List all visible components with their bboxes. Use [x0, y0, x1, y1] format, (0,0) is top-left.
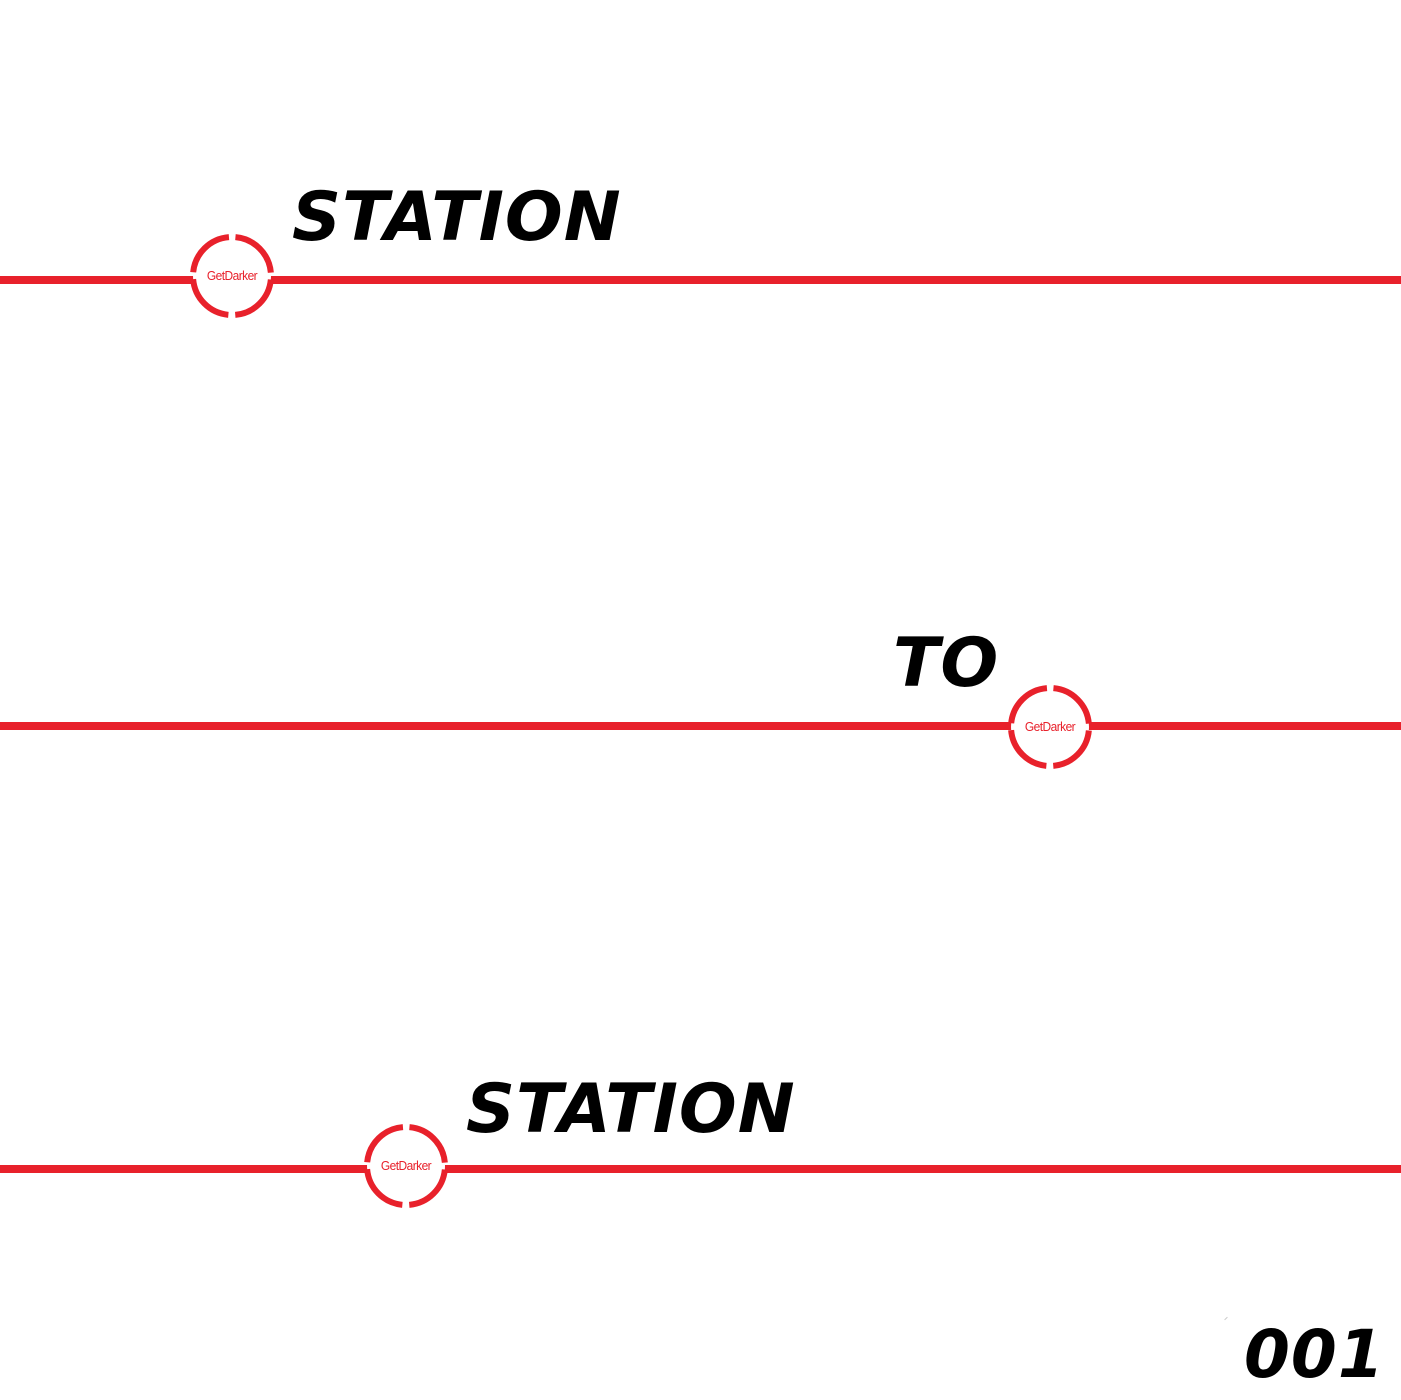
title-word-station-top: STATION [292, 178, 622, 257]
station-badge-label: GetDarker [1024, 719, 1076, 734]
title-word-to: TO [893, 624, 1000, 703]
station-ring-icon [1008, 685, 1092, 769]
station-badge-1: GetDarker [188, 232, 276, 320]
route-line-bottom [0, 1165, 1401, 1173]
station-badge-label: GetDarker [380, 1158, 432, 1173]
route-line-top [0, 276, 1401, 284]
station-ring-icon [190, 234, 274, 318]
station-ring-icon [364, 1124, 448, 1208]
issue-number: 001 [1244, 1316, 1385, 1393]
decorative-tick [1224, 1316, 1228, 1321]
route-line-middle [0, 722, 1401, 730]
station-badge-3: GetDarker [362, 1122, 450, 1210]
station-badge-2: GetDarker [1006, 683, 1094, 771]
title-word-station-bottom: STATION [466, 1070, 796, 1149]
station-badge-label: GetDarker [206, 268, 258, 283]
